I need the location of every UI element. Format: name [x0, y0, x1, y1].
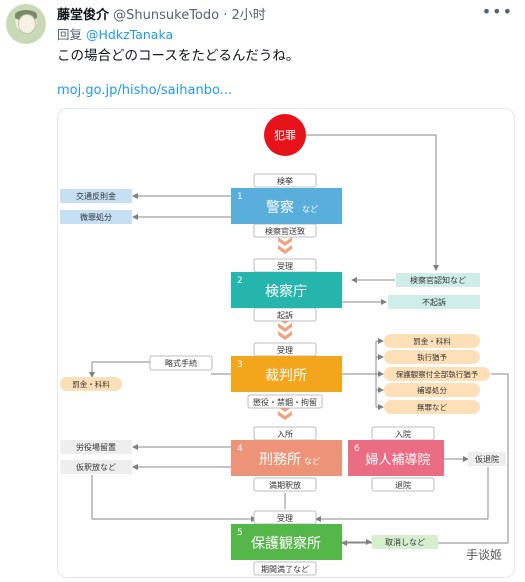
prison-box [231, 440, 342, 476]
revoke-box [372, 535, 438, 549]
avatar[interactable] [6, 4, 46, 44]
provisional-discharge-box [468, 452, 506, 466]
prosecutor-num: 2 [237, 276, 243, 286]
prison-name: 刑務所 [259, 452, 301, 468]
tweet-text: この場合どのコースをたどるんだうね。 [57, 48, 300, 64]
provisional-discharge-label: 仮退院 [475, 454, 499, 464]
tweet-link[interactable]: moj.go.jp/hisho/saihanbo... [57, 83, 233, 98]
crime-circle [264, 114, 306, 156]
referral-label: 検察官送致 [265, 226, 305, 236]
traffic-box [60, 189, 132, 203]
police-num: 1 [237, 192, 243, 202]
expiry-release-label: 満期釈放 [269, 480, 301, 490]
receive1-label: 受理 [277, 261, 293, 271]
separator-dot: · [223, 8, 228, 23]
probation-name: 保護観察所 [251, 535, 321, 552]
avatar-face [18, 14, 36, 34]
prosecutor-notice-box [396, 273, 480, 287]
discharge-label: 退院 [395, 480, 411, 490]
indict-label: 起訴 [277, 310, 293, 320]
prosecutor-name: 検察庁 [265, 283, 307, 300]
traffic-label: 交通反則金 [76, 191, 116, 201]
court-name: 裁判所 [265, 368, 307, 384]
period-end-label: 期間満了など [261, 565, 309, 574]
fine-left-label: 罰金・科料 [72, 379, 110, 389]
court-box [231, 356, 342, 392]
police-name: 警察 [266, 199, 294, 216]
receive3-label: 受理 [277, 513, 293, 523]
minor-box [60, 210, 132, 224]
court-outcome-4: 無罪など [417, 402, 447, 412]
watermark: 手谈姬 [465, 548, 502, 562]
parole-label: 仮釈放など [76, 462, 116, 472]
flow-diagram: 犯罪 [60, 114, 509, 576]
reply-line: 回复 @HdkzTanaka [57, 24, 173, 43]
prosecutor-box [231, 272, 342, 308]
court-outcome-0: 罰金・科料 [413, 336, 451, 346]
tweet-header: 藤堂俊介 @ShunsukeTodo · 2小时 [57, 4, 266, 23]
admit1-label: 入所 [277, 429, 293, 439]
police-box [231, 188, 342, 224]
parole-box [60, 460, 132, 474]
probation-box [231, 524, 342, 560]
women-num: 6 [354, 444, 360, 454]
arrest-label: 検挙 [277, 176, 293, 186]
receive2-label: 受理 [277, 345, 293, 355]
non-indict-label: 不起訴 [422, 297, 446, 307]
court-num: 3 [237, 360, 243, 370]
probation-num: 5 [237, 528, 243, 538]
court-outcome-1: 執行猶予 [417, 352, 447, 362]
sentences-label: 懲役・禁錮・拘留 [253, 397, 317, 407]
crime-label: 犯罪 [274, 129, 296, 142]
prison-num: 4 [237, 444, 243, 454]
prosecutor-notice-label: 検察官認知など [410, 275, 466, 285]
minor-label: 微罪処分 [80, 212, 112, 222]
women-name: 婦人補導院 [365, 452, 430, 468]
image-card[interactable]: 犯罪 [57, 108, 515, 578]
court-outcome-2: 保護観察付全部執行猶予 [396, 369, 479, 379]
reply-prefix: 回复 [57, 27, 83, 42]
tweet-time[interactable]: 2小时 [231, 8, 266, 23]
police-suffix: など [302, 205, 318, 214]
author-name[interactable]: 藤堂俊介 [57, 8, 110, 23]
prison-suffix: など [304, 457, 320, 466]
summary-label: 略式手続 [165, 358, 197, 368]
author-handle[interactable]: @ShunsukeTodo [113, 8, 220, 23]
reply-mention[interactable]: @HdkzTanaka [86, 27, 174, 42]
revoke-label: 取消しなど [385, 537, 425, 547]
more-icon[interactable]: ••• [481, 2, 513, 21]
labor-box [60, 440, 132, 454]
women-box [348, 440, 444, 476]
admit2-label: 入院 [395, 429, 411, 439]
court-outcome-3: 補導処分 [417, 385, 447, 395]
labor-label: 労役場留置 [76, 442, 116, 452]
non-indict-box [388, 295, 480, 309]
